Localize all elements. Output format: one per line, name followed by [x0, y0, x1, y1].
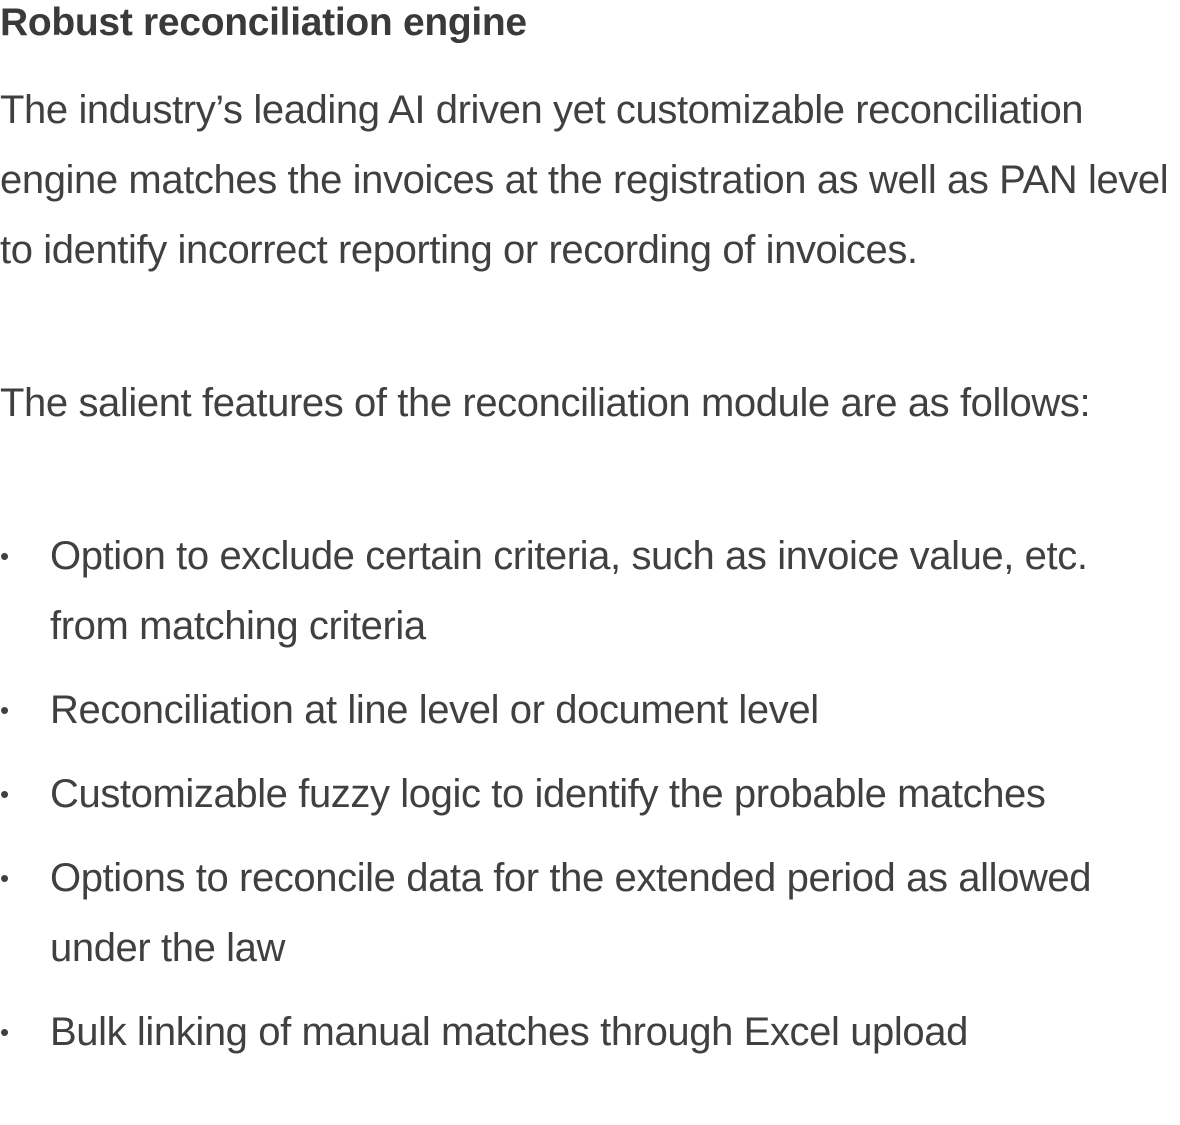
bullet-icon: •	[0, 779, 9, 809]
list-item-text: Options to reconcile data for the extend…	[50, 856, 1092, 970]
list-item: • Option to exclude certain criteria, su…	[0, 521, 1170, 661]
bullet-icon: •	[0, 695, 9, 725]
bullet-icon: •	[0, 1017, 9, 1047]
list-item: • Bulk linking of manual matches through…	[0, 997, 1170, 1067]
intro-paragraph: The industry’s leading AI driven yet cus…	[0, 88, 1169, 272]
list-item-text: Customizable fuzzy logic to identify the…	[50, 772, 1046, 816]
list-item-text: Reconciliation at line level or document…	[50, 688, 819, 732]
list-item: • Options to reconcile data for the exte…	[0, 843, 1170, 983]
feature-list: • Option to exclude certain criteria, su…	[0, 521, 1170, 1081]
section-heading: Robust reconciliation engine	[0, 1, 527, 44]
features-intro-paragraph: The salient features of the reconciliati…	[0, 381, 1091, 425]
bullet-icon: •	[0, 541, 9, 571]
list-item-text: Bulk linking of manual matches through E…	[50, 1010, 968, 1054]
list-item-text: Option to exclude certain criteria, such…	[50, 534, 1088, 648]
list-item: • Customizable fuzzy logic to identify t…	[0, 759, 1170, 829]
bullet-icon: •	[0, 863, 9, 893]
list-item: • Reconciliation at line level or docume…	[0, 675, 1170, 745]
